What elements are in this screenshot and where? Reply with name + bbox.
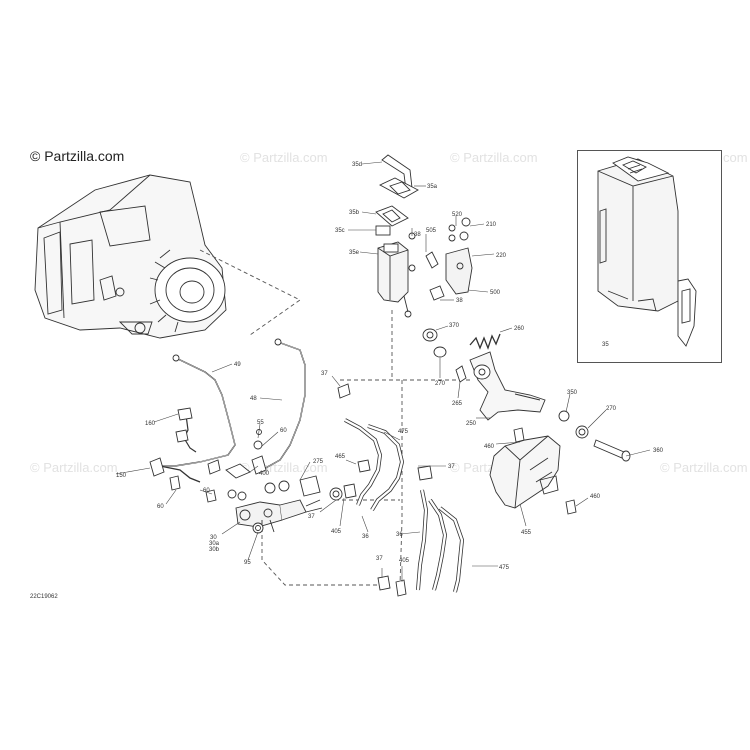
callout-35a: 35a xyxy=(427,184,438,190)
callout-30a: 30a xyxy=(209,541,220,547)
callout-505: 505 xyxy=(426,228,437,234)
callout-265: 265 xyxy=(452,401,463,407)
callout-465: 465 xyxy=(335,454,346,460)
callout-500: 500 xyxy=(490,290,501,296)
callout-60-c: 60 xyxy=(157,504,164,510)
watermark: © Partzilla.com xyxy=(660,460,748,475)
inset-panel: 35 xyxy=(577,150,722,363)
callout-95: 95 xyxy=(244,560,251,566)
callout-36-b: 36 xyxy=(396,532,403,538)
module-drawing: 35 xyxy=(597,156,697,348)
callout-460-top: 460 xyxy=(484,444,495,450)
callout-37-b: 37 xyxy=(448,464,455,470)
callout-275: 275 xyxy=(313,459,324,465)
abs-module xyxy=(34,174,227,339)
callout-60-a: 60 xyxy=(280,428,287,434)
callout-405-b: 405 xyxy=(399,558,410,564)
callout-30b: 30b xyxy=(209,547,220,553)
callout-37-a: 37 xyxy=(321,371,328,377)
callout-475-lower: 475 xyxy=(499,565,510,571)
callout-400: 400 xyxy=(259,471,270,477)
callout-370: 370 xyxy=(449,323,460,329)
diagram-code: 22C19062 xyxy=(30,594,58,600)
callout-38-top: 38 xyxy=(414,232,421,238)
callout-220: 220 xyxy=(496,253,507,259)
partzilla-brand: © Partzilla.com xyxy=(30,148,125,164)
watermark: © Partzilla.com xyxy=(450,150,538,165)
callout-405-a: 405 xyxy=(331,529,342,535)
callout-260: 260 xyxy=(514,326,525,332)
callout-60-b: 60 xyxy=(203,488,210,494)
callout-35: 35 xyxy=(602,342,609,348)
callout-55: 55 xyxy=(257,420,264,426)
callout-35d: 35d xyxy=(352,162,362,168)
callout-150: 150 xyxy=(116,473,127,479)
master-cylinder xyxy=(235,499,323,534)
callout-270-left: 270 xyxy=(435,381,446,387)
callout-270-right: 270 xyxy=(606,406,617,412)
brake-reservoir xyxy=(377,241,412,318)
callout-475-upper: 475 xyxy=(398,429,409,435)
watermark: © Partzilla.com xyxy=(240,150,328,165)
callout-210: 210 xyxy=(486,222,497,228)
pedal-cover xyxy=(489,435,561,509)
callout-160: 160 xyxy=(145,421,156,427)
brake-pedal xyxy=(469,351,546,421)
callout-35e: 35e xyxy=(349,250,360,256)
callout-37-c: 37 xyxy=(376,556,383,562)
callout-520: 520 xyxy=(452,212,463,218)
callout-37-d: 37 xyxy=(308,514,315,520)
callout-455: 455 xyxy=(521,530,532,536)
callout-48: 48 xyxy=(250,396,257,402)
watermark: © Partzilla.com xyxy=(30,460,118,475)
callout-360: 360 xyxy=(653,448,664,454)
callout-460-bottom: 460 xyxy=(590,494,601,500)
callout-49: 49 xyxy=(234,362,241,368)
callout-35c: 35c xyxy=(335,228,345,234)
callout-30: 30 xyxy=(210,535,217,541)
callout-35b: 35b xyxy=(349,210,360,216)
callout-36-a: 36 xyxy=(362,534,369,540)
callout-250: 250 xyxy=(466,421,477,427)
callout-350: 350 xyxy=(567,390,578,396)
callout-38-bottom: 38 xyxy=(456,298,463,304)
